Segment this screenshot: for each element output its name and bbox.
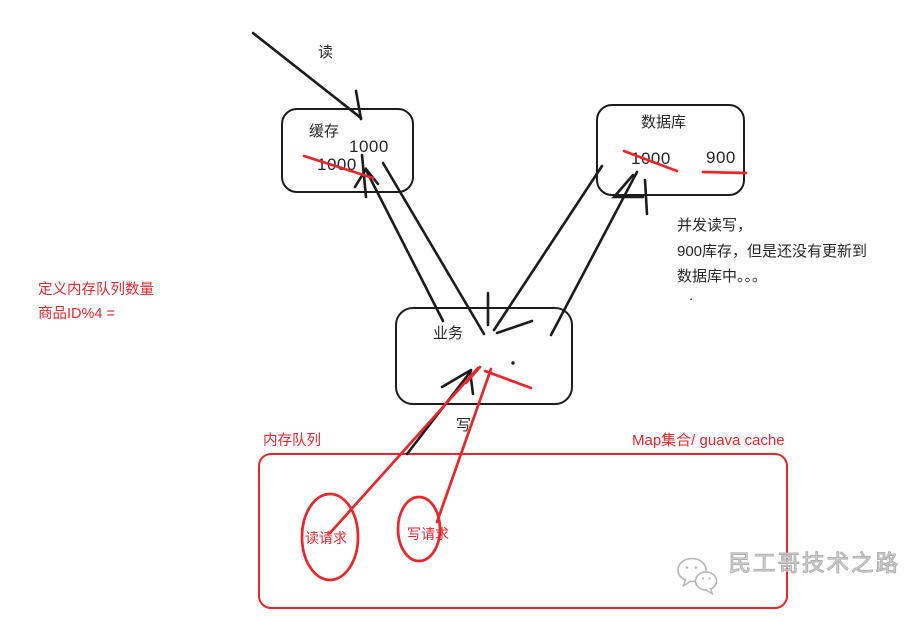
database-node-box [596, 104, 745, 196]
concurrency-note: 并发读写， 900库存，但是还没有更新到 数据库中。。。 [677, 213, 867, 290]
write-arrow-label: 写 [456, 417, 472, 434]
read-arrow-label: 读 [318, 44, 334, 61]
database-node-title: 数据库 [641, 114, 687, 131]
write-request-label: 写请求 [407, 526, 449, 542]
database-crossed-value: 1000 [631, 149, 671, 168]
watermark: 民工哥技术之路 [676, 551, 900, 597]
business-node-title: 业务 [433, 325, 464, 342]
memory-queue-label: 内存队列 [263, 433, 321, 449]
memory-queue-container [258, 453, 788, 609]
db-business-line-1 [492, 164, 604, 332]
cache-node-box [281, 108, 414, 193]
concurrency-note-line3: 数据库中。。。 [677, 268, 768, 285]
concurrency-note-line1: 并发读写， [677, 217, 753, 234]
read-request-label: 读请求 [305, 530, 347, 546]
business-node-box [395, 307, 573, 405]
watermark-text: 民工哥技术之路 [728, 551, 900, 577]
queue-definition-note: 定义内存队列数量 商品ID%4 = [38, 279, 154, 326]
read-arrow-line [251, 31, 363, 120]
queue-definition-line2: 商品ID%4 = [38, 305, 115, 322]
concurrency-note-line2: 900库存，但是还没有更新到 [677, 242, 868, 260]
cache-node-title: 缓存 [309, 123, 340, 140]
wechat-bubbles-icon [677, 557, 718, 595]
cache-current-value: 1000 [349, 137, 389, 156]
guava-cache-label: Map集合/ guava cache [632, 432, 785, 449]
cache-crossed-value: 1000 [317, 155, 357, 174]
stray-period: . [689, 287, 694, 304]
database-new-value: 900 [706, 148, 736, 167]
queue-definition-line1: 定义内存队列数量 [38, 282, 154, 298]
